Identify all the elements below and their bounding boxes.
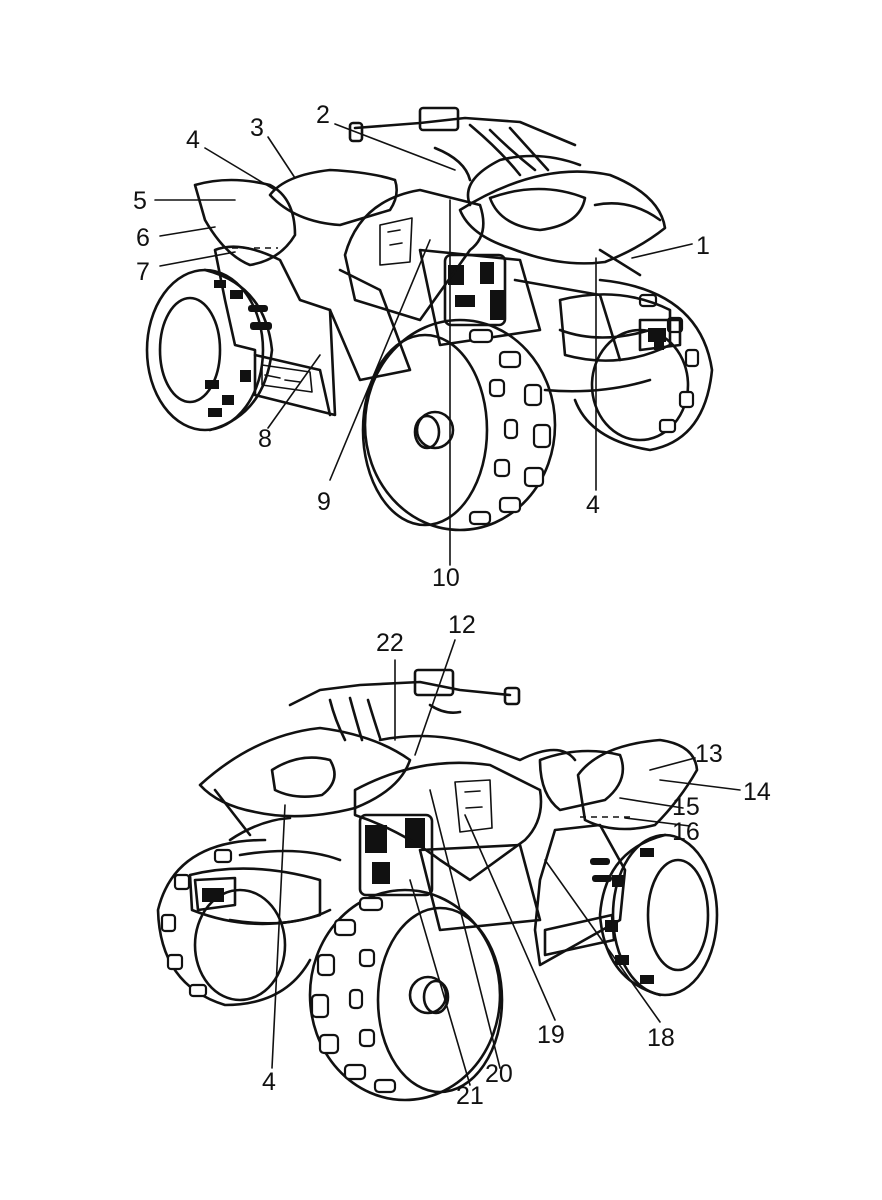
handlebars-top [348, 106, 577, 182]
callout-4: 4 [186, 126, 200, 154]
chassis-top [213, 245, 652, 417]
callout-4: 4 [262, 1068, 276, 1096]
rear-fender-bottom [576, 738, 699, 831]
side-panel-top [343, 188, 485, 322]
callout-2: 2 [316, 101, 330, 129]
side-panel-bottom [353, 734, 577, 882]
callout-3: 3 [250, 114, 264, 142]
leader-lines-top [154, 123, 693, 566]
callout-7: 7 [136, 258, 150, 286]
near-front-wheel-top [361, 318, 557, 532]
rear-fender-top [193, 178, 297, 267]
callout-12: 12 [448, 611, 476, 639]
rear-wheel-top [145, 268, 274, 432]
front-fender-top [458, 154, 667, 277]
engine-bottom [358, 813, 434, 897]
leader-lines-bottom [271, 639, 741, 1086]
atv-bottom-view: 12 13 14 15 16 18 19 20 21 22 4 [156, 611, 771, 1110]
callout-13: 13 [695, 740, 723, 768]
callout-15: 15 [672, 793, 700, 821]
seat-bottom [538, 749, 625, 812]
handlebars-bottom [288, 668, 521, 742]
callout-10: 10 [432, 564, 460, 592]
callout-20: 20 [485, 1060, 513, 1088]
callout-22: 22 [376, 629, 404, 657]
callout-14: 14 [743, 778, 771, 806]
callout-19: 19 [537, 1021, 565, 1049]
callout-1: 1 [696, 232, 710, 260]
callout-5: 5 [133, 187, 147, 215]
callout-18: 18 [647, 1024, 675, 1052]
engine-top [443, 253, 507, 327]
far-front-wheel-bottom [156, 838, 312, 1007]
front-bumper-bottom [188, 867, 322, 926]
callouts-bottom: 12 13 14 15 16 18 19 20 21 22 4 [262, 611, 771, 1110]
callout-6: 6 [136, 224, 150, 252]
seat-top [268, 168, 398, 227]
near-front-wheel-bottom [308, 888, 504, 1102]
callout-8: 8 [258, 425, 272, 453]
atv-top-view: 1 2 3 4 4 5 6 7 8 9 10 [133, 101, 714, 592]
callout-9: 9 [317, 488, 331, 516]
callout-16: 16 [672, 818, 700, 846]
callout-21: 21 [456, 1082, 484, 1110]
callout-4: 4 [586, 491, 600, 519]
front-bumper-top [558, 293, 682, 362]
callouts-top: 1 2 3 4 4 5 6 7 8 9 10 [133, 101, 710, 592]
